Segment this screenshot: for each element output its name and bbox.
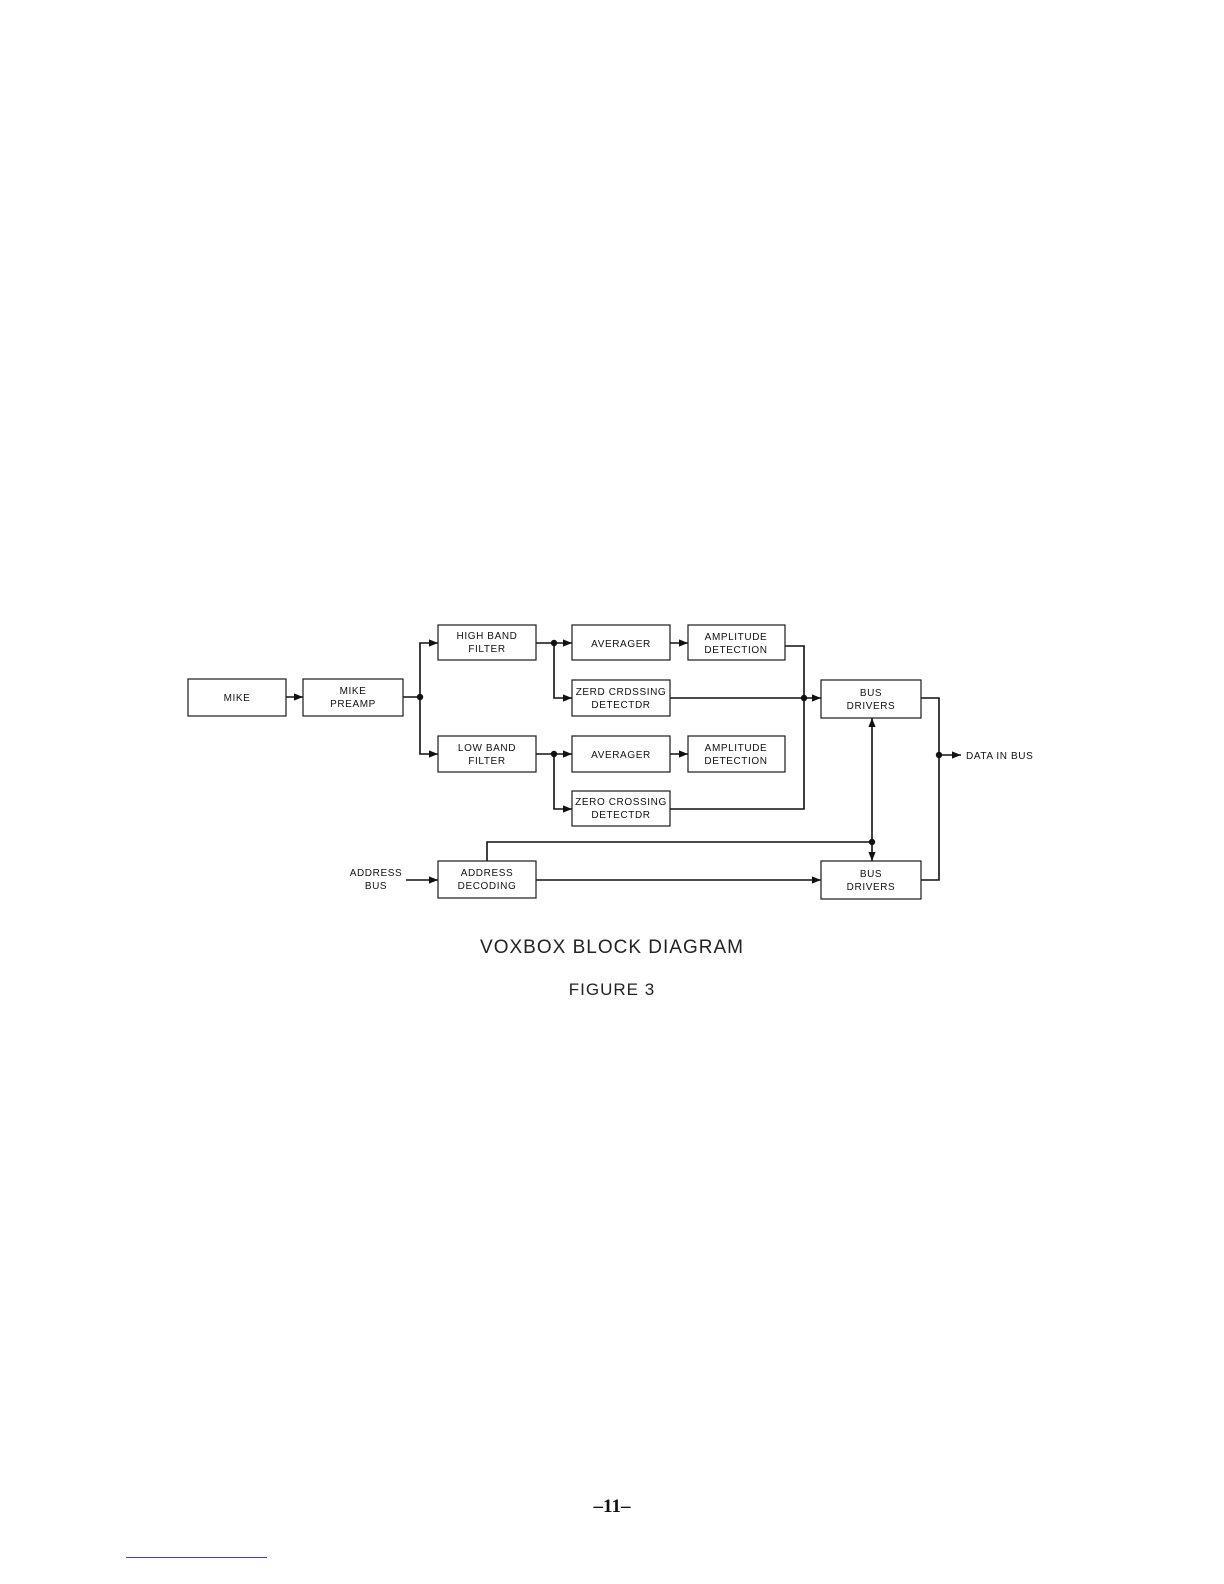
junction-dot [869,839,875,845]
block-label: AVERAGER [591,639,651,650]
block-bus-drivers-bottom: BUS DRIVERS [821,861,921,899]
block-high-band-filter: HIGH BAND FILTER [438,625,536,660]
wire-bus-drivers-top-out [921,698,939,755]
block-label: DRIVERS [847,701,896,712]
block-label: BUS [860,688,882,699]
wire-low-band-to-zero-crossing [554,754,572,809]
figure-title: VOXBOX BLOCK DIAGRAM [0,937,1224,959]
wire-split-to-high-band [420,643,438,697]
block-label: LOW BAND [458,743,516,754]
block-label: PREAMP [330,699,376,710]
block-zero-crossing-detector-low: ZERO CROSSING DETECTDR [572,791,670,826]
junction-dot [801,695,807,701]
block-label: MIKE [224,693,251,704]
block-label: HIGH BAND [457,631,518,642]
wire-split-to-low-band [420,697,438,754]
junction-dot [551,640,557,646]
wire-address-decoding-enable [487,842,872,861]
block-label: DRIVERS [847,882,896,893]
footer-rule [126,1557,267,1558]
block-label: DETECTDR [591,700,650,711]
wire-amplitude-high-to-collector [785,646,804,698]
page-number: –11– [0,1496,1224,1518]
address-bus-label: ADDRESS [350,868,403,879]
block-label: AMPLITUDE [705,743,768,754]
block-zero-crossing-detector-high: ZERD CRDSSING DETECTDR [572,680,670,716]
block-label: AMPLITUDE [705,632,768,643]
block-label: DETECTDR [591,810,650,821]
junction-dot [936,752,942,758]
block-amplitude-detection-high: AMPLITUDE DETECTION [688,625,785,660]
block-mike-preamp: MIKE PREAMP [303,679,403,716]
data-in-bus-label: DATA IN BUS [966,751,1033,762]
block-label: ZERD CRDSSING [576,687,667,698]
block-address-decoding: ADDRESS DECODING [438,861,536,898]
block-label: FILTER [468,644,505,655]
block-averager-low: AVERAGER [572,736,670,772]
block-label: DETECTION [704,756,767,767]
block-label: BUS [860,869,882,880]
block-bus-drivers-top: BUS DRIVERS [821,680,921,718]
wire-bus-drivers-bottom-out [921,755,939,880]
figure-number: FIGURE 3 [0,980,1224,1000]
wire-high-band-to-zero-crossing [554,643,572,698]
block-averager-high: AVERAGER [572,625,670,660]
block-label: DETECTION [704,645,767,656]
block-mike: MIKE [188,679,286,716]
block-low-band-filter: LOW BAND FILTER [438,736,536,772]
block-label: ZERO CROSSING [575,797,667,808]
block-label: FILTER [468,756,505,767]
address-bus-label: BUS [365,881,387,892]
block-label: DECODING [458,881,517,892]
junction-dot [417,694,423,700]
block-label: AVERAGER [591,750,651,761]
junction-dot [551,751,557,757]
block-label: MIKE [340,686,367,697]
block-label: ADDRESS [461,868,514,879]
block-amplitude-detection-low: AMPLITUDE DETECTION [688,736,785,772]
